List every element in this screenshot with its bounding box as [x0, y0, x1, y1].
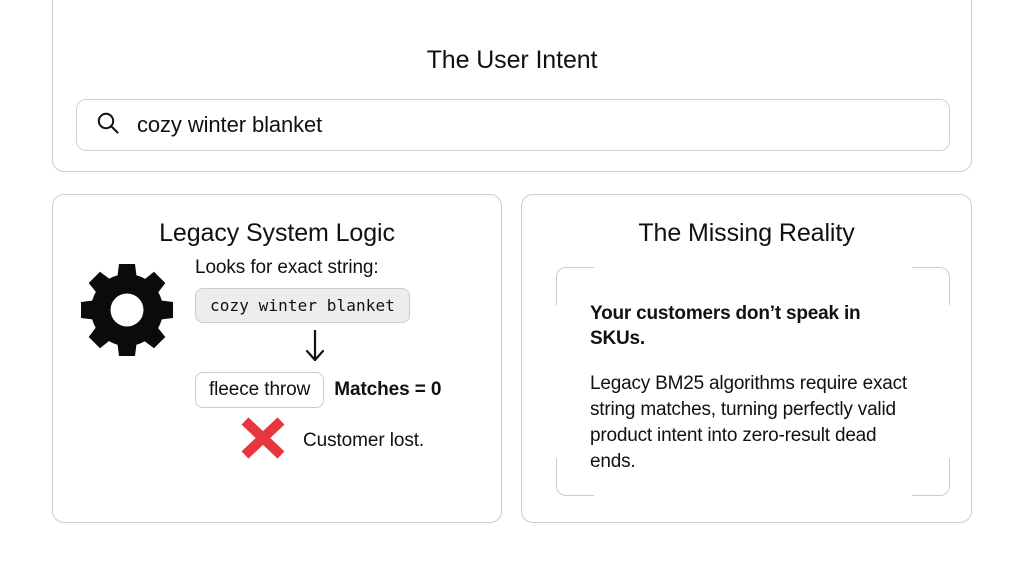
match-row: fleece throw Matches = 0 — [195, 372, 495, 408]
arrow-down-icon — [304, 328, 326, 369]
legacy-candidate-chip: fleece throw — [195, 372, 325, 408]
reality-text-block: Your customers don’t speak in SKUs. Lega… — [590, 301, 920, 475]
legacy-query-chip: cozy winter blanket — [195, 288, 410, 323]
legacy-failure-text: Customer lost. — [303, 429, 425, 451]
reality-paragraph: Legacy BM25 algorithms require exact str… — [590, 372, 908, 473]
gear-icon — [77, 260, 177, 365]
legacy-body: Looks for exact string: cozy winter blan… — [53, 257, 501, 524]
missing-reality-card: The Missing Reality Your customers don’t… — [521, 194, 972, 523]
search-input[interactable]: cozy winter blanket — [76, 99, 950, 151]
corner-bracket-top-right-icon — [912, 267, 950, 305]
arrow-row — [195, 328, 435, 369]
search-input-value[interactable]: cozy winter blanket — [137, 112, 323, 137]
corner-bracket-bottom-left-icon — [556, 458, 594, 496]
search-icon — [95, 110, 121, 141]
corner-bracket-top-left-icon — [556, 267, 594, 305]
user-intent-card: The User Intent cozy winter blanket — [52, 0, 972, 172]
user-intent-title: The User Intent — [426, 46, 598, 74]
corner-bracket-bottom-right-icon — [912, 458, 950, 496]
legacy-flow: Looks for exact string: cozy winter blan… — [195, 257, 495, 466]
legacy-system-title: Legacy System Logic — [159, 219, 395, 247]
missing-reality-title: The Missing Reality — [638, 219, 855, 247]
legacy-exact-string-label: Looks for exact string: — [195, 257, 379, 278]
red-x-icon — [237, 415, 289, 466]
failure-row: Customer lost. — [195, 415, 495, 466]
legacy-system-card: Legacy System Logic — [52, 194, 502, 523]
corner-bracket-frame: Your customers don’t speak in SKUs. Lega… — [556, 267, 950, 496]
legacy-match-result: Matches = 0 — [334, 379, 442, 400]
reality-lede: Your customers don’t speak in SKUs. — [590, 303, 861, 350]
